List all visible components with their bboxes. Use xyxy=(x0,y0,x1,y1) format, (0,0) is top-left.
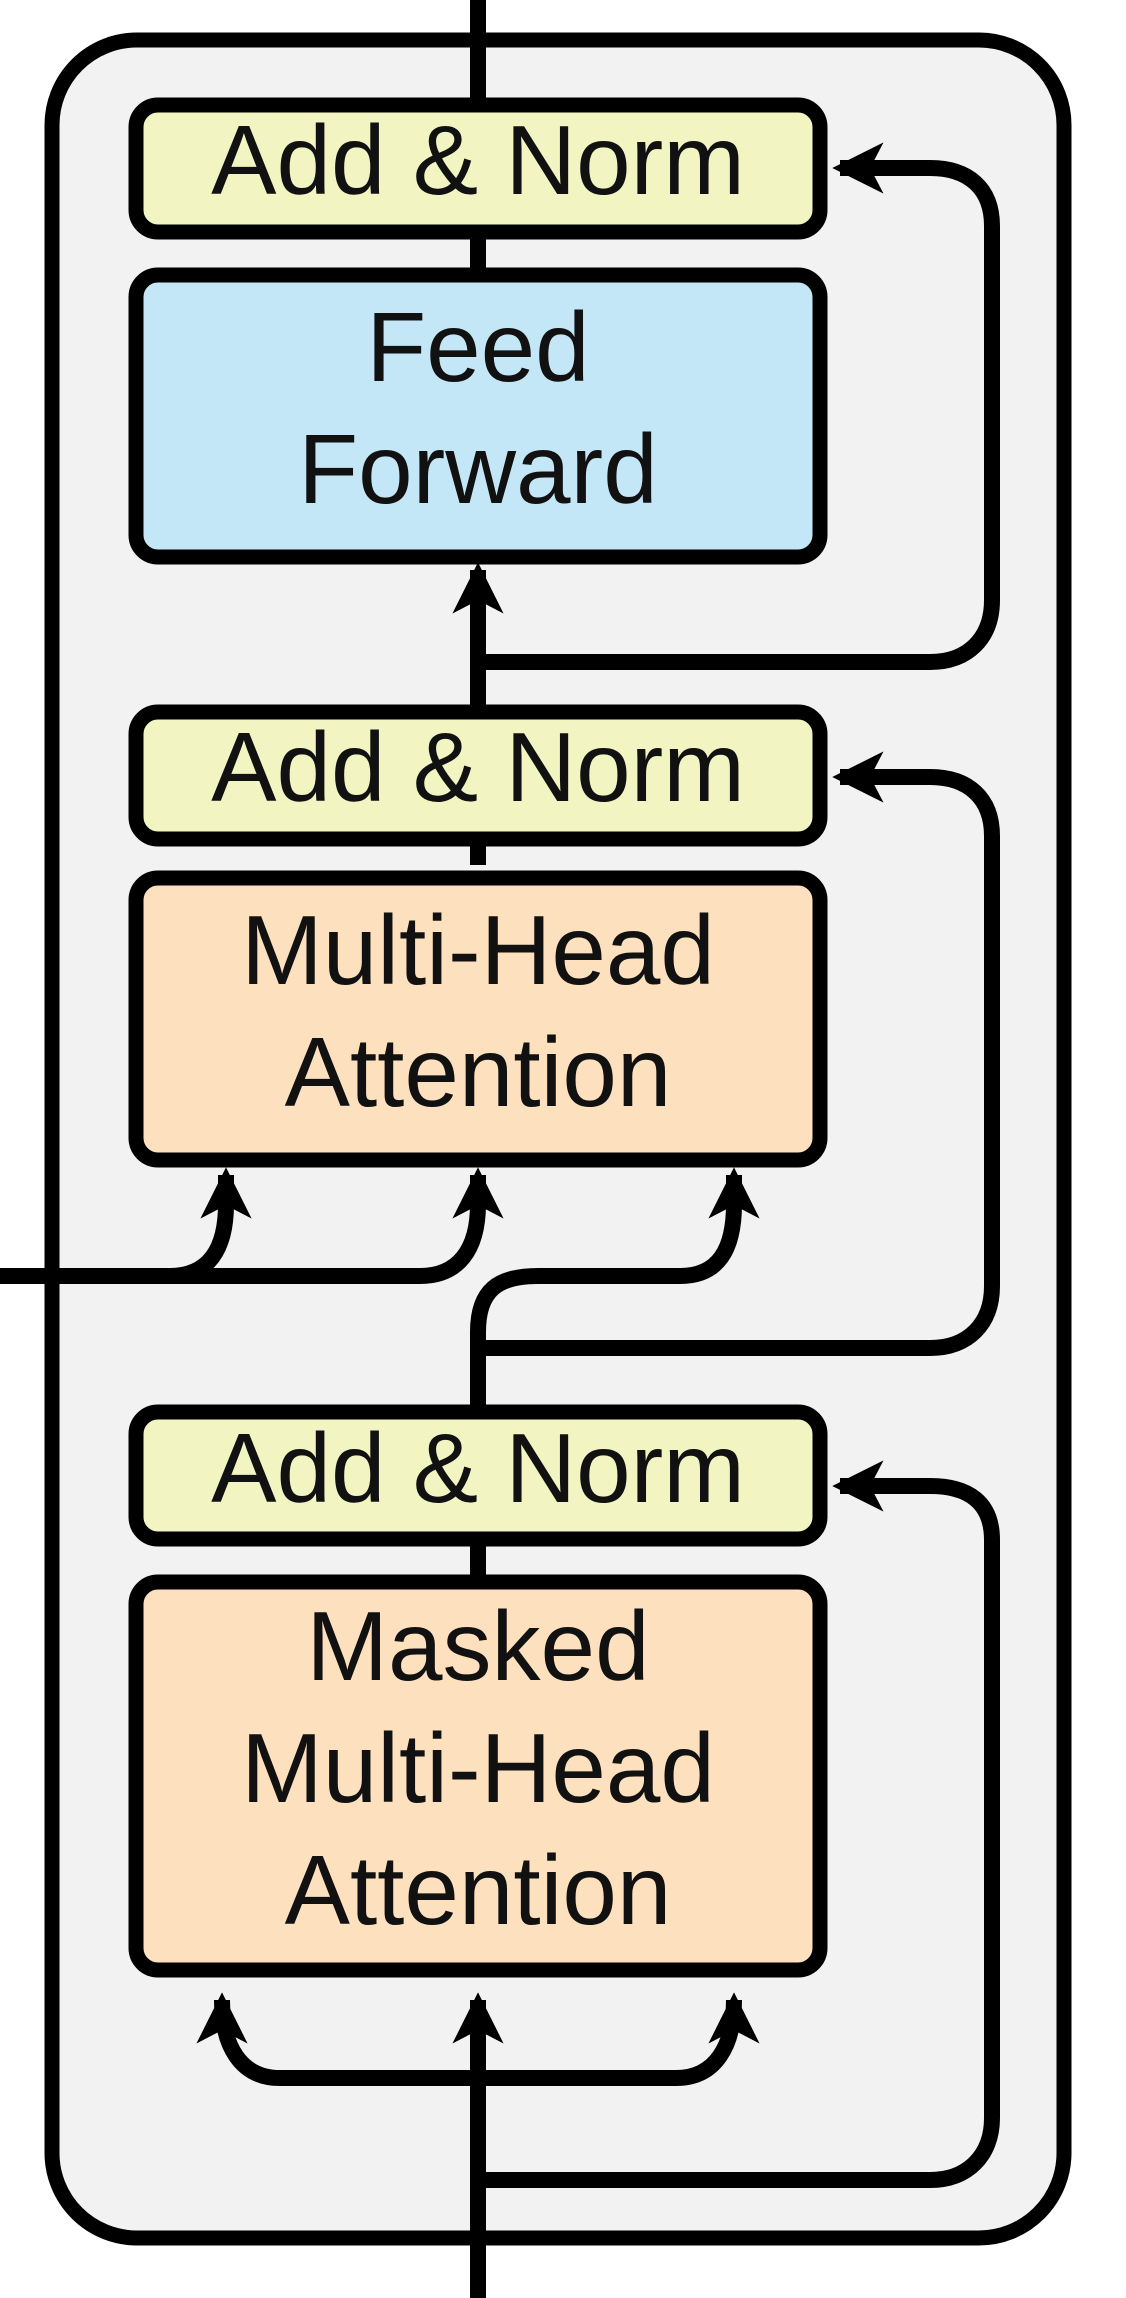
masked-input-branch-left xyxy=(196,1992,478,2086)
block-label-line: Attention xyxy=(285,1835,672,1945)
multi-head-attention-box xyxy=(128,870,828,1168)
add-norm-middle-label: Add & Norm xyxy=(211,712,745,822)
block-label-line: Multi-Head xyxy=(241,895,715,1005)
block-label-line: Add & Norm xyxy=(211,105,745,215)
residual-middle xyxy=(478,751,1000,1356)
add-norm-middle-box xyxy=(128,704,828,847)
block-label-line: Multi-Head xyxy=(241,1713,715,1823)
block-label-line: Masked xyxy=(306,1591,649,1701)
block-label-line: Add & Norm xyxy=(211,712,745,822)
query-input-branch xyxy=(470,1167,760,1380)
encoder-input-line xyxy=(0,1167,504,1284)
block-label-line: Forward xyxy=(298,414,657,524)
add-norm-bottom-label: Add & Norm xyxy=(211,1413,745,1523)
residual-top xyxy=(478,142,1000,670)
residual-bottom xyxy=(478,1460,1000,2188)
block-label-line: Feed xyxy=(366,292,589,402)
feed-forward-box xyxy=(128,267,828,565)
masked-input-branch-right xyxy=(478,1992,760,2086)
block-label-line: Add & Norm xyxy=(211,1413,745,1523)
add-norm-top-label: Add & Norm xyxy=(211,105,745,215)
encoder-input-branch-left xyxy=(0,1167,252,1284)
block-label-line: Attention xyxy=(285,1017,672,1127)
add-norm-top-box xyxy=(128,97,828,240)
masked-multi-head-attention-box xyxy=(128,1574,828,1978)
add-norm-bottom-box xyxy=(128,1404,828,1547)
